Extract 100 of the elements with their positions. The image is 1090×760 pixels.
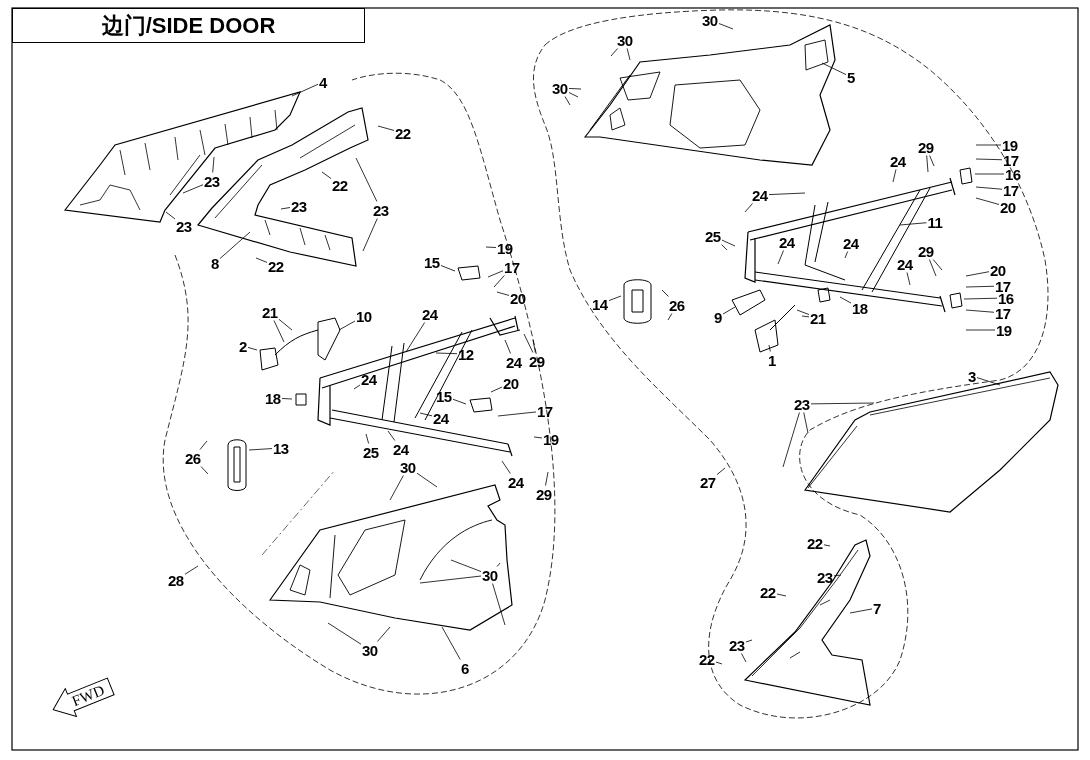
callout-number: 26 [185, 450, 201, 466]
callout-number: 30 [702, 12, 718, 28]
leader-line [450, 559, 482, 572]
leader-line [490, 386, 503, 393]
leader-line [247, 347, 258, 351]
leader-line [768, 192, 806, 195]
callout-number: 30 [552, 80, 568, 96]
leader-line [327, 622, 362, 645]
leader-line [839, 296, 852, 304]
callout-number: 24 [422, 306, 438, 322]
leader-line [501, 460, 511, 474]
callout-number: 20 [1000, 199, 1016, 215]
leader-line [926, 155, 929, 173]
leader-line [803, 412, 809, 434]
leader-line [810, 402, 875, 405]
leader-line [212, 156, 215, 173]
callout-number: 24 [361, 371, 377, 387]
leader-line [405, 322, 426, 353]
leader-line [497, 411, 537, 417]
callout-number: 23 [729, 637, 745, 653]
leader-line [929, 259, 937, 277]
leader-line [741, 653, 747, 663]
leader-line [715, 661, 723, 665]
callout-number: 8 [211, 255, 219, 271]
leader-line [273, 320, 285, 343]
leader-line [821, 62, 847, 75]
leader-line [504, 339, 511, 354]
callout-number: 19 [543, 431, 559, 447]
callout-number: 16 [1005, 166, 1021, 182]
callout-number: 9 [714, 309, 722, 325]
leader-line [975, 158, 1003, 161]
callout-number: 30 [482, 567, 498, 583]
callout-number: 20 [990, 262, 1006, 278]
leader-line [965, 309, 995, 313]
callout-number: 18 [852, 300, 868, 316]
leader-line [199, 440, 208, 450]
leader-line [777, 250, 784, 265]
leader-line [932, 259, 943, 271]
callout-number: 17 [1003, 182, 1019, 198]
callout-number: 24 [890, 153, 906, 169]
leader-line [419, 575, 482, 584]
leader-line [280, 207, 291, 210]
callout-number: 13 [273, 440, 289, 456]
leader-line [487, 270, 504, 278]
callout-number: 22 [699, 651, 715, 667]
callout-number: 15 [436, 388, 452, 404]
leader-line [248, 448, 273, 451]
leader-line [721, 244, 728, 251]
callout-number: 22 [332, 177, 348, 193]
leader-line [608, 295, 622, 301]
callout-number: 30 [617, 32, 633, 48]
leader-line [744, 203, 753, 213]
callout-number: 4 [319, 74, 327, 90]
leader-line [184, 565, 199, 575]
leader-line [796, 309, 810, 315]
leader-line [493, 275, 505, 288]
callout-number: 24 [433, 410, 449, 426]
leader-line [844, 251, 848, 259]
leader-line [568, 92, 579, 98]
leader-line [776, 593, 787, 597]
leader-line [492, 583, 506, 626]
leader-line [435, 352, 458, 355]
callout-number: 29 [918, 243, 934, 259]
leader-line [564, 96, 571, 106]
leader-line [321, 171, 332, 179]
callout-number: 23 [817, 569, 833, 585]
leader-line [278, 318, 293, 331]
callout-number: 23 [291, 198, 307, 214]
callout-number: 17 [537, 403, 553, 419]
callout-number: 22 [760, 584, 776, 600]
callout-number: 29 [529, 353, 545, 369]
callout-number: 21 [262, 304, 278, 320]
callout-number: 23 [373, 202, 389, 218]
leader-line [626, 48, 631, 61]
callout-number: 24 [897, 256, 913, 272]
callout-number: 22 [807, 535, 823, 551]
leader-line [975, 144, 1002, 146]
callout-number: 30 [362, 642, 378, 658]
callout-number: 12 [458, 346, 474, 362]
callout-number: 20 [503, 375, 519, 391]
callout-number: 24 [779, 234, 795, 250]
leader-line [485, 246, 497, 248]
leader-line [377, 626, 391, 642]
leader-line [823, 544, 831, 547]
leader-line [200, 466, 209, 475]
leader-line [975, 197, 1000, 205]
leader-line [768, 344, 771, 352]
leader-line [974, 173, 1005, 175]
callout-number: 25 [705, 228, 721, 244]
leader-line [165, 211, 176, 220]
leader-line [965, 271, 990, 277]
leader-line [182, 184, 204, 194]
callout-number: 24 [508, 474, 524, 490]
leader-line [219, 231, 251, 259]
leader-line [355, 157, 378, 202]
callout-number: 11 [927, 214, 943, 230]
callout-number: 24 [393, 441, 409, 457]
leader-line [976, 377, 1001, 386]
leader-line [721, 239, 736, 247]
leader-line [532, 339, 536, 353]
